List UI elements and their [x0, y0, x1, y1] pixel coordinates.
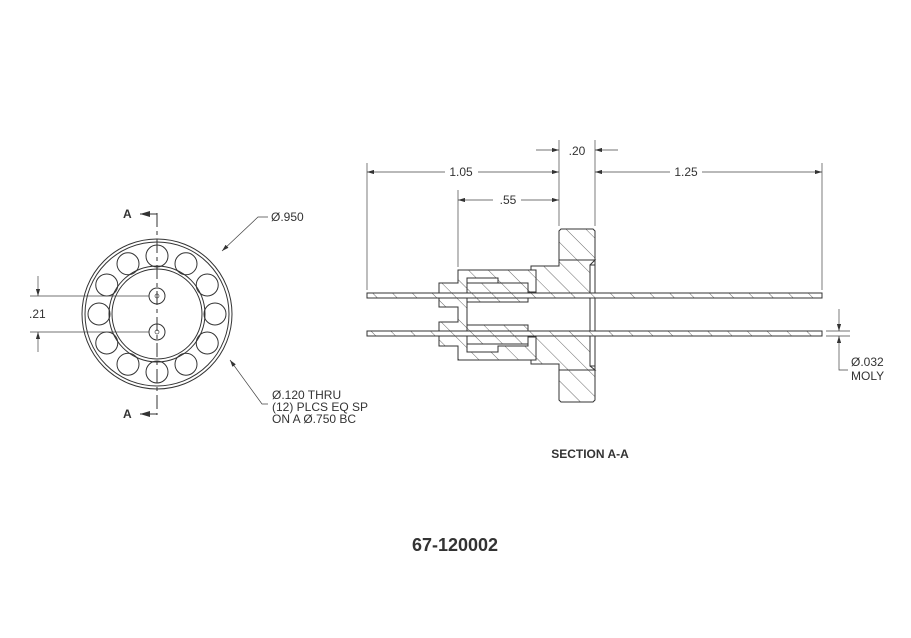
- bolt-hole: [174, 252, 198, 276]
- wire-note-line-2: MOLY: [851, 369, 884, 383]
- bolt-hole: [116, 252, 140, 276]
- part-number: 67-120002: [412, 535, 498, 555]
- front-view: A A .21 Ø.950 Ø.120 THRU (12) PLCS EQ SP…: [29, 207, 368, 426]
- bolt-hole: [203, 302, 227, 326]
- leader-hole: [229, 359, 268, 405]
- dim-body: .55: [500, 193, 517, 207]
- hole-note-line-3: ON A Ø.750 BC: [272, 412, 356, 426]
- glass-seal-face: [589, 264, 596, 367]
- outer-diameter-dim: Ø.950: [271, 210, 304, 224]
- dim-flange: .20: [569, 144, 586, 158]
- dim-arrow: [836, 336, 848, 371]
- flange-outer-circle: [81, 238, 233, 390]
- bolt-hole: [95, 331, 119, 355]
- bolt-hole: [195, 331, 219, 355]
- bolt-hole: [174, 352, 198, 376]
- dim-overall-left: 1.05: [449, 165, 473, 179]
- housing-top: [530, 259, 597, 294]
- section-label-bottom: A: [123, 407, 132, 421]
- bolt-hole: [95, 273, 119, 297]
- section-view: 1.05 .55 .20 1.25 Ø.032 MOLY SECTION A-A: [366, 140, 884, 461]
- bolt-hole: [116, 352, 140, 376]
- hole-note-line-2: (12) PLCS EQ SP: [272, 400, 368, 414]
- section-label-top: A: [123, 207, 132, 221]
- flange-bottom: [558, 365, 596, 403]
- housing-bottom: [530, 335, 597, 371]
- leader-outer-dia: [221, 216, 268, 252]
- bolt-hole: [87, 302, 111, 326]
- wire-top: [366, 292, 823, 299]
- wire-note-line-1: Ø.032: [851, 355, 884, 369]
- dim-right: 1.25: [674, 165, 698, 179]
- hole-note-line-1: Ø.120 THRU: [272, 388, 341, 402]
- bolt-hole: [195, 273, 219, 297]
- pin-spacing-dim: .21: [29, 307, 46, 321]
- section-title: SECTION A-A: [551, 447, 629, 461]
- wire-bottom: [366, 330, 823, 337]
